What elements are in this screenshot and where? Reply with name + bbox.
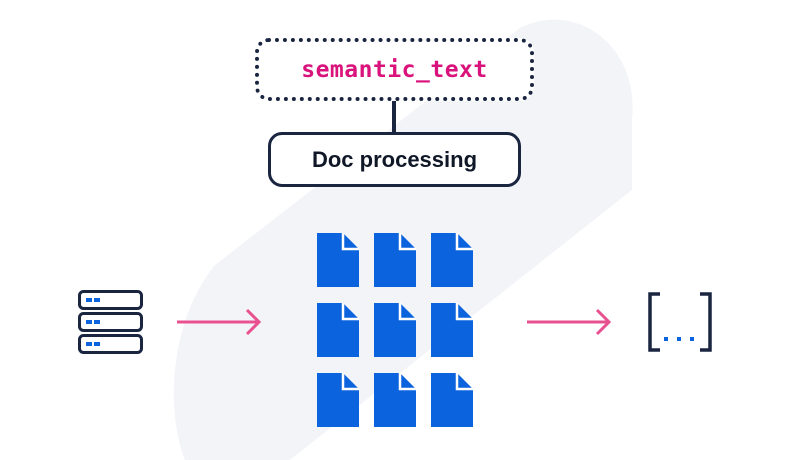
document-icon — [374, 303, 416, 357]
arrow-right-icon — [177, 308, 262, 336]
document-icon — [317, 233, 359, 287]
document-icon — [374, 373, 416, 427]
document-grid — [317, 233, 473, 427]
semantic-text-node: semantic_text — [255, 38, 534, 101]
document-icon — [431, 303, 473, 357]
bracket-array-icon — [648, 292, 712, 352]
document-icon — [431, 373, 473, 427]
connector-line — [392, 101, 396, 134]
doc-processing-node: Doc processing — [268, 132, 521, 187]
semantic-text-label: semantic_text — [301, 56, 488, 83]
document-icon — [374, 233, 416, 287]
document-icon — [317, 373, 359, 427]
arrow-right-icon — [527, 308, 612, 336]
doc-processing-label: Doc processing — [311, 146, 478, 172]
document-icon — [317, 303, 359, 357]
document-icon — [431, 233, 473, 287]
database-icon — [78, 290, 143, 354]
